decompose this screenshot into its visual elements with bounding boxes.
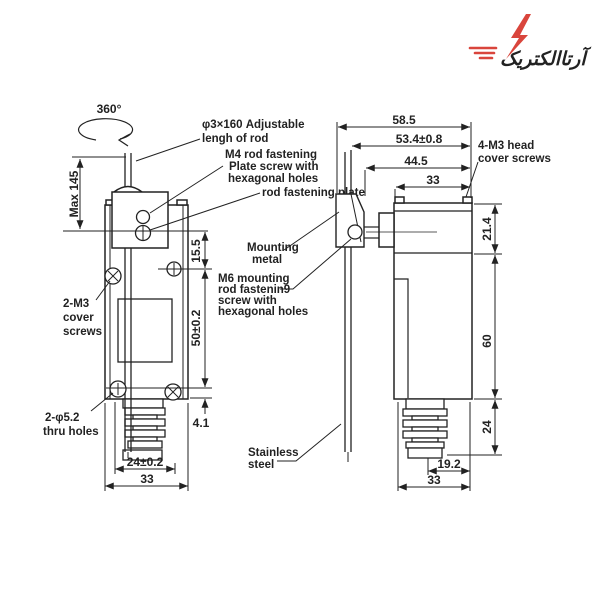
rod-label-line2: lengh of rod — [202, 133, 268, 145]
dim-53-label: 53.4±0.8 — [396, 132, 443, 146]
lightning-bolt-icon — [506, 14, 531, 59]
stainless-line1: Stainless — [248, 447, 299, 459]
dim-left-bottom — [104, 402, 189, 491]
rotation-symbol — [77, 118, 134, 147]
m6-label-line3: screw with — [218, 295, 277, 307]
dim-right-bottom — [397, 402, 471, 491]
dim-33-bottom-label: 33 — [427, 473, 441, 487]
right-callout-leaders — [277, 161, 479, 462]
dim-max145-label: Max 145 — [67, 170, 81, 217]
mounting-metal-line1: Mounting — [247, 242, 299, 254]
thru-holes-line1: 2-φ5.2 — [45, 412, 79, 424]
mounting-bracket — [335, 193, 365, 248]
rod-fastening-head — [111, 185, 169, 249]
rotation-label: 360° — [97, 102, 122, 116]
brand-name: آرتاالکتریک — [500, 46, 592, 70]
plunger-block — [378, 212, 395, 248]
cover-screws-line3: screws — [63, 326, 102, 338]
head-screws-line2: cover screws — [478, 153, 551, 165]
dim-right-top — [336, 122, 472, 202]
dim-44-label: 44.5 — [404, 154, 428, 168]
side-view-body — [364, 196, 473, 400]
speed-lines-icon — [468, 46, 498, 60]
rod-label-line1: φ3×160 Adjustable — [202, 119, 305, 131]
m4-label-line2: Plate screw with — [229, 161, 318, 173]
head-screws-line1: 4-M3 head — [478, 140, 534, 152]
dim-33-top-label: 33 — [426, 173, 440, 187]
dim-19-label: 19.2 — [437, 457, 461, 471]
side-bellows — [402, 398, 448, 459]
dim-50-label: 50±0.2 — [189, 309, 203, 346]
dim-21-label: 21.4 — [480, 217, 494, 241]
dim-24-label: 24±0.2 — [127, 455, 164, 469]
dim-left-vertical — [106, 232, 212, 414]
thru-holes-line2: thru holes — [43, 426, 99, 438]
dim-15-label: 15.5 — [189, 239, 203, 263]
dim-58-label: 58.5 — [392, 113, 416, 127]
mounting-metal-line2: metal — [252, 254, 282, 266]
dim-60-label: 60 — [480, 334, 494, 348]
m6-screw — [347, 224, 363, 240]
brand-logo: آرتاالکتریک — [468, 14, 592, 70]
m6-label-line2: rod fastenin9 — [218, 284, 290, 296]
dim-4-1-label: 4.1 — [193, 416, 210, 430]
plate-hole — [135, 209, 151, 225]
dim-right-vertical — [447, 203, 502, 456]
dim-33-left-label: 33 — [140, 472, 154, 486]
dim-max145 — [63, 156, 208, 232]
stainless-line2: steel — [248, 459, 274, 471]
m6-label-line1: M6 mounting — [218, 273, 290, 285]
front-bellows — [122, 398, 166, 461]
cover-screws-line1: 2-M3 — [63, 298, 89, 310]
dim-24-right-label: 24 — [480, 420, 494, 434]
cover-screws-line2: cover — [63, 312, 94, 324]
m6-label-line4: hexagonal holes — [218, 306, 308, 318]
m4-label-line1: M4 rod fastening — [225, 149, 317, 161]
left-callout-leaders — [90, 138, 261, 412]
m4-label-line3: hexagonal holes — [228, 173, 318, 185]
